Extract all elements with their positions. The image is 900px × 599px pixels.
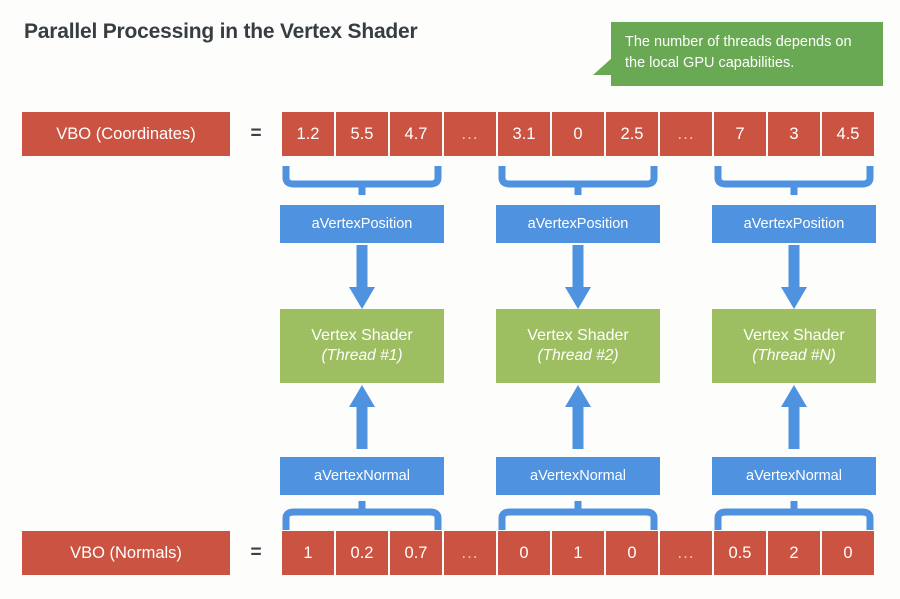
vbo-normals-cell: 0	[822, 531, 874, 575]
attribute-box-avertexposition-2[interactable]: aVertexPosition	[496, 205, 660, 243]
vbo-coordinates-cell: 4.5	[822, 112, 874, 156]
vertex-shader-title: Vertex Shader	[527, 326, 629, 344]
attribute-box-avertexnormal-1[interactable]: aVertexNormal	[280, 457, 444, 495]
vertex-shader-thread-label: (Thread #1)	[321, 347, 403, 365]
vbo-normals-cell: ...	[660, 531, 712, 575]
vertex-shader-box-1[interactable]: Vertex Shader (Thread #1)	[280, 309, 444, 383]
vertex-shader-title: Vertex Shader	[743, 326, 845, 344]
vbo-coordinates-equals: =	[250, 123, 262, 144]
callout-note: The number of threads depends on the loc…	[611, 22, 883, 87]
vbo-normals-cell: 0.5	[714, 531, 766, 575]
curly-bracket-up-icon	[282, 160, 442, 201]
vbo-coordinates-cell: 0	[552, 112, 604, 156]
vertex-shader-thread-label: (Thread #N)	[752, 347, 836, 365]
vertex-shader-title: Vertex Shader	[311, 326, 413, 344]
vbo-coordinates-cell: 1.2	[282, 112, 334, 156]
vbo-coordinates-cell: 5.5	[336, 112, 388, 156]
arrow-up-icon	[780, 385, 808, 454]
callout-tail-icon	[593, 57, 613, 75]
vbo-normals-cell: 1	[552, 531, 604, 575]
vbo-normals-cell: 0	[498, 531, 550, 575]
vbo-coordinates-cell: ...	[660, 112, 712, 156]
vertex-shader-box-3[interactable]: Vertex Shader (Thread #N)	[712, 309, 876, 383]
vbo-normals-cell: 0.2	[336, 531, 388, 575]
vbo-normals-cell: ...	[444, 531, 496, 575]
attribute-box-avertexposition-1[interactable]: aVertexPosition	[280, 205, 444, 243]
vbo-normals-cell: 1	[282, 531, 334, 575]
curly-bracket-down-icon	[714, 500, 874, 541]
attribute-box-avertexnormal-3[interactable]: aVertexNormal	[712, 457, 876, 495]
vertex-shader-thread-label: (Thread #2)	[537, 347, 619, 365]
vbo-normals-equals: =	[250, 542, 262, 563]
attribute-box-avertexnormal-2[interactable]: aVertexNormal	[496, 457, 660, 495]
vbo-coordinates-cell: ...	[444, 112, 496, 156]
arrow-up-icon	[564, 385, 592, 454]
vbo-normals-cell: 0	[606, 531, 658, 575]
vbo-coordinates-cell: 3	[768, 112, 820, 156]
arrow-up-icon	[348, 385, 376, 454]
vbo-normals-cell: 2	[768, 531, 820, 575]
page-title: Parallel Processing in the Vertex Shader	[24, 20, 418, 43]
attribute-box-avertexposition-3[interactable]: aVertexPosition	[712, 205, 876, 243]
vbo-normals-label: VBO (Normals)	[22, 531, 230, 575]
arrow-down-icon	[780, 245, 808, 314]
curly-bracket-up-icon	[714, 160, 874, 201]
curly-bracket-down-icon	[498, 500, 658, 541]
vbo-normals-cell: 0.7	[390, 531, 442, 575]
arrow-down-icon	[348, 245, 376, 314]
vbo-coordinates-cell: 2.5	[606, 112, 658, 156]
vbo-coordinates-cell: 7	[714, 112, 766, 156]
vbo-coordinates-cell: 4.7	[390, 112, 442, 156]
vbo-coordinates-label: VBO (Coordinates)	[22, 112, 230, 156]
vbo-coordinates-cell: 3.1	[498, 112, 550, 156]
curly-bracket-down-icon	[282, 500, 442, 541]
vertex-shader-box-2[interactable]: Vertex Shader (Thread #2)	[496, 309, 660, 383]
arrow-down-icon	[564, 245, 592, 314]
curly-bracket-up-icon	[498, 160, 658, 201]
